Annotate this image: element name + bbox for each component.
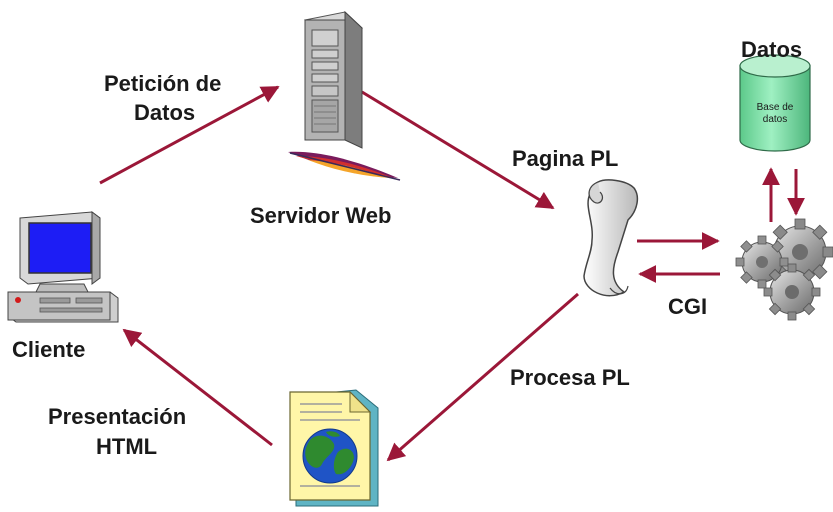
feather-icon — [288, 151, 401, 181]
data-label: Datos — [741, 37, 803, 62]
arrows — [99, 85, 805, 462]
arrow-html-to-client — [122, 328, 273, 447]
gears-icon — [735, 218, 833, 321]
scroll-icon — [583, 179, 639, 297]
arrow-client-to-server — [99, 85, 280, 185]
arrow-process-to-html — [386, 292, 579, 462]
request-label-line2: Datos — [134, 100, 196, 125]
arrow-server-to-page — [361, 90, 555, 210]
request-label-line1: Petición de — [104, 71, 222, 96]
document-globe-icon — [289, 389, 379, 507]
computer-icon — [7, 211, 119, 323]
cgi-label: CGI — [668, 294, 708, 319]
process-pl-label: Procesa PL — [510, 365, 630, 390]
server-label: Servidor Web — [250, 203, 392, 228]
db-label-line2: datos — [762, 114, 788, 125]
page-pl-label: Pagina PL — [512, 146, 619, 171]
db-label-line1: Base de — [756, 102, 794, 113]
client-label: Cliente — [12, 337, 86, 362]
presentation-label-line2: HTML — [96, 434, 158, 459]
server-icon — [303, 10, 364, 149]
database-icon — [739, 54, 811, 152]
presentation-label-line1: Presentación — [48, 404, 187, 429]
